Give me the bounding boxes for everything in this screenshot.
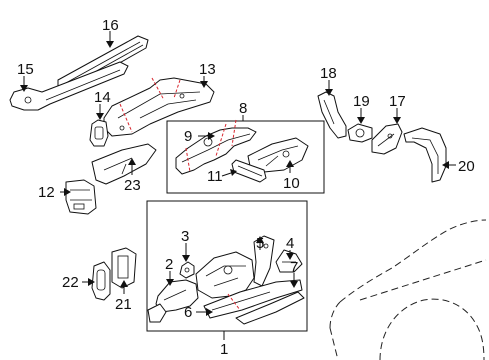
callout-22: 22 — [62, 274, 79, 291]
part-4-bracket — [275, 249, 303, 273]
part-7-lower-reinforcement — [235, 291, 305, 325]
callout-16: 16 — [102, 17, 119, 34]
callout-18: 18 — [320, 65, 337, 82]
callout-10: 10 — [283, 175, 300, 192]
part-9-inner-panel — [175, 119, 257, 175]
group-box-8 — [166, 120, 325, 194]
part-14-bracket — [89, 119, 109, 147]
part-21-bracket — [111, 247, 137, 289]
callout-3: 3 — [181, 228, 189, 245]
callout-23: 23 — [124, 177, 141, 194]
callout-13: 13 — [199, 61, 216, 78]
callout-7: 7 — [290, 259, 298, 276]
callout-2: 2 — [165, 256, 173, 273]
callout-6: 6 — [184, 304, 192, 321]
callout-15: 15 — [17, 61, 34, 78]
callout-14: 14 — [94, 89, 111, 106]
part-12-bracket — [65, 179, 97, 215]
part-13-apron-reinforcement — [103, 77, 215, 137]
group-box-1 — [146, 200, 308, 332]
callout-17: 17 — [389, 93, 406, 110]
part-23-shield — [91, 143, 157, 185]
part-17-bracket — [371, 123, 403, 155]
callout-5: 5 — [256, 235, 264, 252]
callout-8: 8 — [239, 100, 247, 117]
callout-11: 11 — [207, 168, 223, 185]
callout-labels: 16 15 13 14 8 9 11 10 23 12 18 19 17 20 … — [17, 17, 475, 358]
part-5-brace — [253, 235, 275, 287]
leaders — [20, 31, 456, 340]
part-20-wheelhouse-liner — [403, 127, 447, 183]
part-10-floor-panel — [247, 137, 309, 173]
callout-20: 20 — [458, 158, 475, 175]
callout-9: 9 — [184, 128, 192, 145]
callout-4: 4 — [286, 235, 294, 252]
callout-1: 1 — [220, 341, 228, 358]
callout-19: 19 — [353, 93, 370, 110]
fender-outline — [329, 219, 487, 360]
callout-21: 21 — [115, 296, 132, 313]
part-19-mount — [347, 123, 373, 143]
callout-12: 12 — [38, 184, 55, 201]
part-1-apron-assembly — [195, 251, 255, 299]
part-2-front-bracket — [147, 279, 199, 323]
part-18-pillar-reinforcement — [317, 91, 347, 139]
part-6-lower-rail — [203, 279, 303, 319]
part-3-clip — [179, 261, 195, 279]
part-22-grommet — [91, 261, 111, 301]
